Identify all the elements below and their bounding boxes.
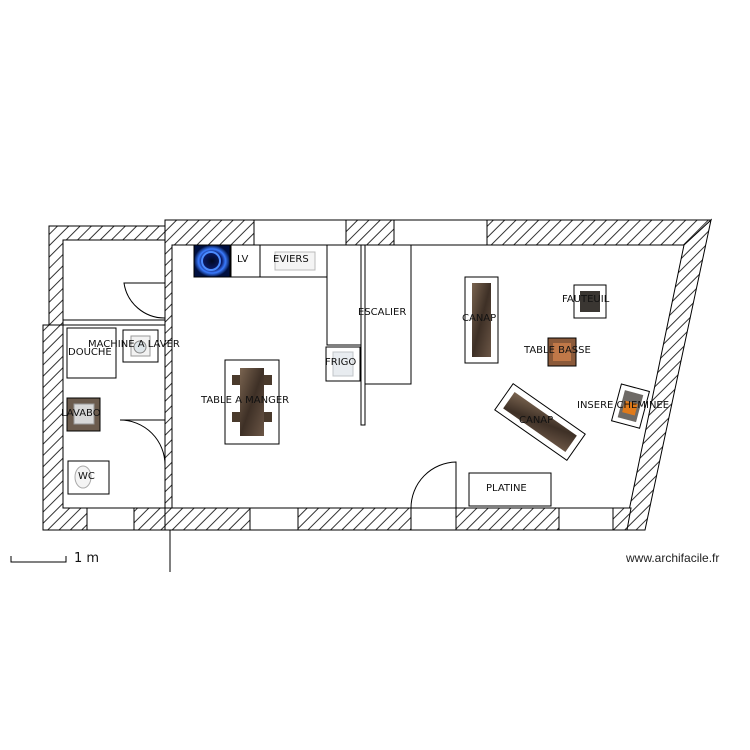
main-bottom-wall-2 [297,507,412,531]
label-platine: PLATINE [486,483,527,494]
label-coffee-table: TABLE BASSE [524,345,591,356]
main-right-wall [624,218,712,531]
lower-annex-door [119,419,166,466]
scale-label: 1 m [74,551,100,566]
label-washbasin: LAVABO [61,408,101,419]
label-dishwasher: LV [237,254,249,265]
label-armchair: FAUTEUIL [562,294,610,305]
doors [119,282,457,509]
kitchen-window [253,219,347,246]
annex-mid-partition [62,319,166,326]
label-shower: DOUCHE [68,347,112,358]
annex-top-wall [48,225,171,326]
annex-window [86,507,135,531]
main-top-wall-mid [345,219,395,246]
coffee-table-box [547,337,577,367]
website-credit: www.archifacile.fr [626,551,720,565]
label-sofa-2: CANAP [519,415,554,426]
entrance-door-gap [410,507,457,531]
upper-annex-door [123,282,166,319]
shower-box [66,327,117,379]
furniture [66,244,651,507]
label-fridge: FRIGO [325,357,357,368]
stair-partition [360,244,366,426]
bottom-window-2 [558,507,614,531]
label-stairs: ESCALIER [358,307,407,318]
entrance-door [410,461,457,509]
label-sofa-1: CANAP [462,313,497,324]
label-toilet: WC [78,471,95,482]
stairs-box [364,244,412,385]
label-sinks: EVIERS [273,254,309,265]
label-washing-machine: MACHINE A LAVER [88,339,180,350]
walls [42,218,713,572]
sink-basin-icon [274,251,316,271]
scale-bar [10,556,67,563]
hob-burner-icon [193,244,231,278]
main-top-wall-right [486,219,713,246]
main-bottom-wall-1 [164,507,251,531]
platine-box [468,472,552,507]
main-bottom-wall-3 [455,507,560,531]
bottom-window-1 [249,507,299,531]
label-fireplace: INSERE CHEMINEE [577,400,670,411]
label-dining-table: TABLE A MANGER [201,395,290,406]
living-window [393,219,488,246]
fridge-column [326,244,362,346]
main-bottom-wall-4 [612,507,632,531]
